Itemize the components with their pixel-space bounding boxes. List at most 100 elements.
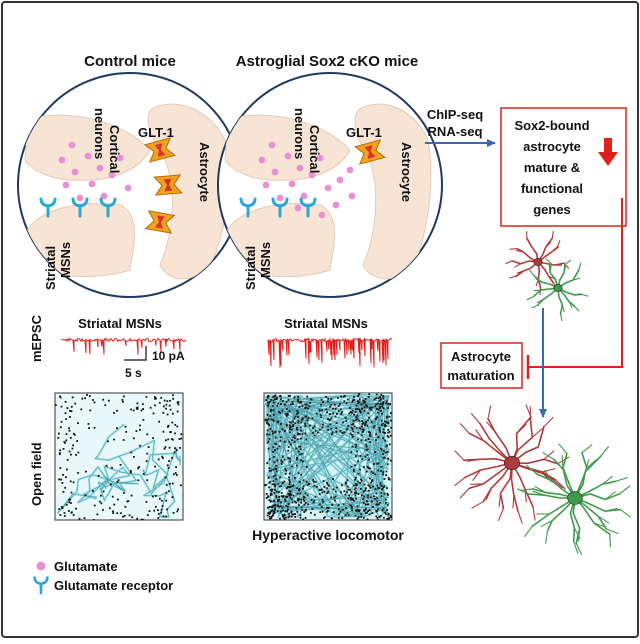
position-dot [314, 514, 316, 516]
position-dot [165, 500, 167, 502]
position-dot [279, 518, 281, 520]
position-dot [143, 473, 145, 475]
position-dot [283, 495, 285, 497]
position-dot [275, 504, 277, 506]
position-dot [362, 431, 364, 433]
position-dot [294, 513, 296, 515]
position-dot [150, 407, 152, 409]
position-dot [305, 433, 307, 435]
glutamate-dot [59, 157, 66, 164]
position-dot [169, 483, 171, 485]
position-dot [275, 395, 277, 397]
position-dot [338, 410, 340, 412]
position-dot [343, 503, 345, 505]
position-dot [273, 511, 275, 513]
position-dot [77, 472, 79, 474]
position-dot [357, 432, 359, 434]
position-dot [310, 512, 312, 514]
position-dot [338, 405, 340, 407]
position-dot [297, 416, 299, 418]
position-dot [266, 497, 268, 499]
position-dot [169, 431, 171, 433]
position-dot [57, 437, 59, 439]
position-dot [361, 408, 363, 410]
position-dot [180, 438, 182, 440]
position-dot [365, 421, 367, 423]
glutamate-dot [89, 181, 96, 188]
position-dot [58, 479, 60, 481]
position-dot [387, 407, 389, 409]
position-dot [376, 501, 378, 503]
position-dot [85, 494, 87, 496]
position-dot [142, 408, 144, 410]
position-dot [355, 483, 357, 485]
position-dot [294, 435, 296, 437]
position-dot [271, 516, 273, 518]
position-dot [58, 433, 60, 435]
position-dot [274, 449, 276, 451]
position-dot [305, 502, 307, 504]
position-dot [389, 479, 391, 481]
position-dot [308, 417, 310, 419]
position-dot [379, 431, 381, 433]
position-dot [330, 413, 332, 415]
position-dot [363, 402, 365, 404]
position-dot [359, 409, 361, 411]
position-dot [367, 420, 369, 422]
position-dot [382, 401, 384, 403]
position-dot [367, 425, 369, 427]
position-dot [360, 411, 362, 413]
position-dot [299, 433, 301, 435]
position-dot [311, 399, 313, 401]
position-dot [66, 433, 68, 435]
position-dot [281, 463, 283, 465]
position-dot [383, 517, 385, 519]
position-dot [289, 421, 291, 423]
position-dot [374, 498, 376, 500]
position-dot [361, 426, 363, 428]
position-dot [168, 460, 170, 462]
position-dot [368, 503, 370, 505]
position-dot [385, 446, 387, 448]
position-dot [295, 422, 297, 424]
position-dot [270, 418, 272, 420]
position-dot [351, 427, 353, 429]
position-dot [152, 496, 154, 498]
position-dot [290, 491, 292, 493]
position-dot [171, 422, 173, 424]
position-dot [131, 495, 133, 497]
position-dot [266, 493, 268, 495]
position-dot [312, 508, 314, 510]
position-dot [311, 499, 313, 501]
position-dot [89, 410, 91, 412]
position-dot [319, 493, 321, 495]
position-dot [337, 397, 339, 399]
position-dot [280, 423, 282, 425]
position-dot [273, 456, 275, 458]
glutamate-dot [272, 169, 279, 176]
position-dot [362, 498, 364, 500]
position-dot [94, 505, 96, 507]
control-synapse-circle: Cortical neurons GLT-1 Astrocyte Striata… [18, 73, 242, 297]
position-dot [158, 513, 160, 515]
position-dot [110, 483, 112, 485]
position-dot [381, 466, 383, 468]
position-dot [381, 406, 383, 408]
position-dot [363, 491, 365, 493]
position-dot [381, 449, 383, 451]
glutamate-dot [77, 195, 84, 202]
position-dot [273, 446, 275, 448]
position-dot [336, 487, 338, 489]
position-dot [328, 507, 330, 509]
position-dot [363, 517, 365, 519]
position-dot [153, 413, 155, 415]
position-dot [365, 398, 367, 400]
position-dot [375, 433, 377, 435]
position-dot [167, 414, 169, 416]
position-dot [354, 426, 356, 428]
position-dot [285, 517, 287, 519]
position-dot [382, 510, 384, 512]
position-dot [292, 425, 294, 427]
position-dot [371, 500, 373, 502]
glutamate-dot [63, 182, 70, 189]
